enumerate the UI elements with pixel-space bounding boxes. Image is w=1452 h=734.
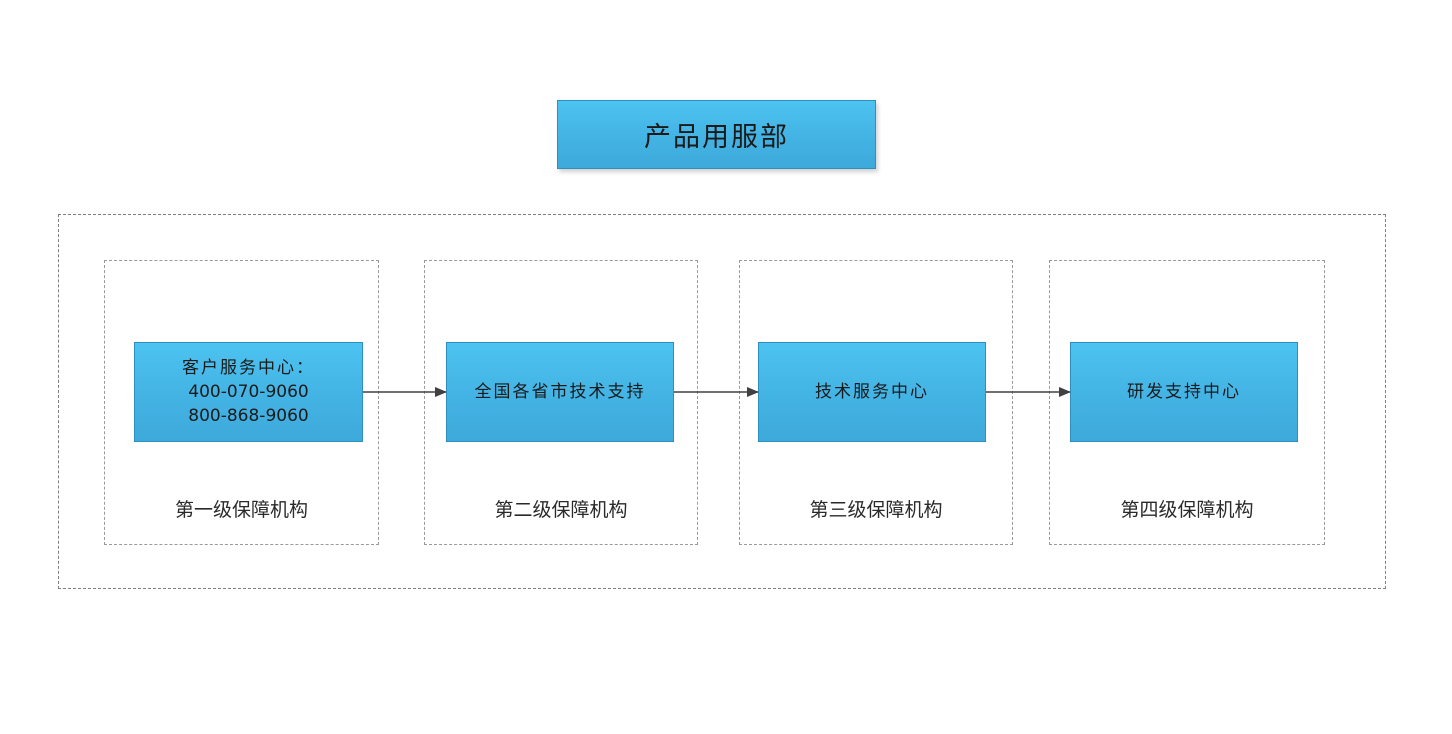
node-4-line-1: 研发支持中心 (1127, 382, 1241, 402)
stage-1-label: 第一级保障机构 (174, 499, 308, 521)
department-title: 产品用服部 (644, 122, 789, 153)
stage-3-label: 第三级保障机构 (809, 499, 943, 521)
stage-4-group: 第四级保障机构 (1049, 260, 1325, 545)
stage-4-label: 第四级保障机构 (1120, 499, 1254, 521)
node-2-line-1: 全国各省市技术支持 (474, 382, 646, 402)
node-1-phone-1: 400-070-9060 (188, 382, 309, 402)
rd-support-center-node: 研发支持中心 (1070, 342, 1298, 442)
stage-3-group: 第三级保障机构 (739, 260, 1013, 545)
stage-1-group: 第一级保障机构 (104, 260, 379, 545)
stage-2-label: 第二级保障机构 (494, 499, 628, 521)
node-3-line-1: 技术服务中心 (815, 382, 929, 402)
stage-2-group: 第二级保障机构 (424, 260, 698, 545)
department-title-box: 产品用服部 (557, 100, 876, 169)
node-1-line-1: 客户服务中心： (182, 358, 315, 378)
node-1-phone-2: 800-868-9060 (188, 406, 309, 426)
support-structure-container (58, 214, 1386, 589)
provincial-tech-support-node: 全国各省市技术支持 (446, 342, 674, 442)
tech-service-center-node: 技术服务中心 (758, 342, 986, 442)
customer-service-center-node: 客户服务中心： 400-070-9060 800-868-9060 (134, 342, 363, 442)
